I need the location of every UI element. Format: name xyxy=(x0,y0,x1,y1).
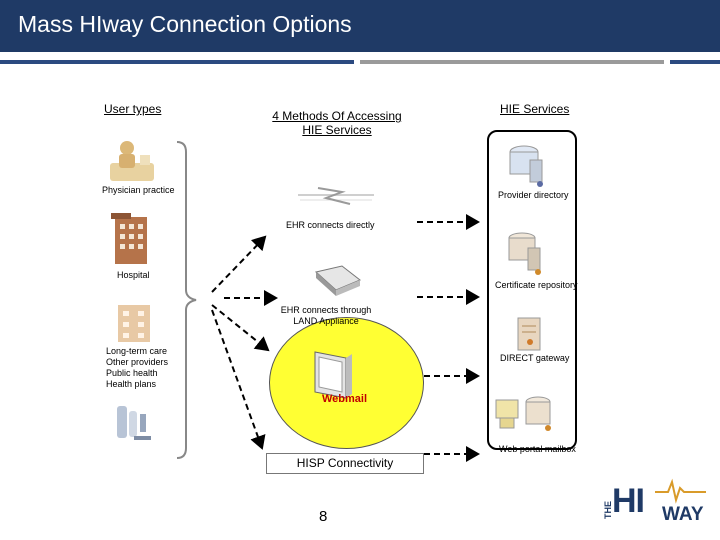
web-portal-mailbox-icon xyxy=(495,396,551,431)
land-appliance-icon xyxy=(314,265,361,296)
long-term-care-icon xyxy=(118,305,150,342)
slide-title: Mass HIway Connection Options xyxy=(18,11,352,37)
certificate-repository-label: Certificate repository xyxy=(495,280,578,290)
direct-gateway-label: DIRECT gateway xyxy=(500,353,570,363)
ehr-land-label-line1: EHR connects through xyxy=(280,305,372,315)
physician-practice-label: Physician practice xyxy=(102,185,175,195)
long-term-care-label: Long-term care xyxy=(106,346,168,356)
arrow-to-hisp xyxy=(211,309,266,450)
webmail-label: Webmail xyxy=(322,393,368,405)
hospital-icon xyxy=(111,213,147,264)
public-health-label: Public health xyxy=(106,368,158,378)
provider-directory-label: Provider directory xyxy=(498,190,569,200)
hospital-label: Hospital xyxy=(117,270,150,280)
user-types-brace xyxy=(176,141,197,459)
provider-directory-server-icon xyxy=(509,145,543,187)
hie-services-heading: HIE Services xyxy=(500,102,570,116)
hiway-logo: THE HI WAY xyxy=(598,482,710,528)
header-rule-blue xyxy=(0,60,354,64)
logo-way: WAY xyxy=(662,504,704,525)
header-rule-blue-right xyxy=(670,60,720,64)
arrow-to-webmail xyxy=(211,304,270,352)
title-bar: Mass HIway Connection Options xyxy=(0,0,720,52)
methods-heading: 4 Methods Of Accessing HIE Services xyxy=(272,109,402,137)
health-plans-label: Health plans xyxy=(106,379,157,389)
other-providers-label: Other providers xyxy=(106,357,169,367)
header-rule-gray xyxy=(360,60,664,64)
certificate-repository-icon xyxy=(508,232,541,275)
lab-equipment-icon xyxy=(117,406,151,440)
network-lightning-icon xyxy=(298,187,374,205)
ehr-direct-label: EHR connects directly xyxy=(286,220,375,230)
ehr-land-label-line2: LAND Appliance xyxy=(293,316,359,326)
direct-gateway-icon xyxy=(517,317,541,351)
page-number: 8 xyxy=(319,508,328,525)
user-types-heading: User types xyxy=(104,102,162,116)
physician-icon xyxy=(110,141,154,181)
arrow-to-direct xyxy=(211,235,267,293)
hie-services-box xyxy=(487,130,577,450)
logo-pulse-line xyxy=(655,478,706,504)
hisp-connectivity-box: HISP Connectivity xyxy=(266,453,424,474)
web-portal-mailbox-label: Web portal mailbox xyxy=(499,444,576,454)
logo-hi: HI xyxy=(612,482,645,520)
webmail-monitor-icon xyxy=(314,351,352,399)
